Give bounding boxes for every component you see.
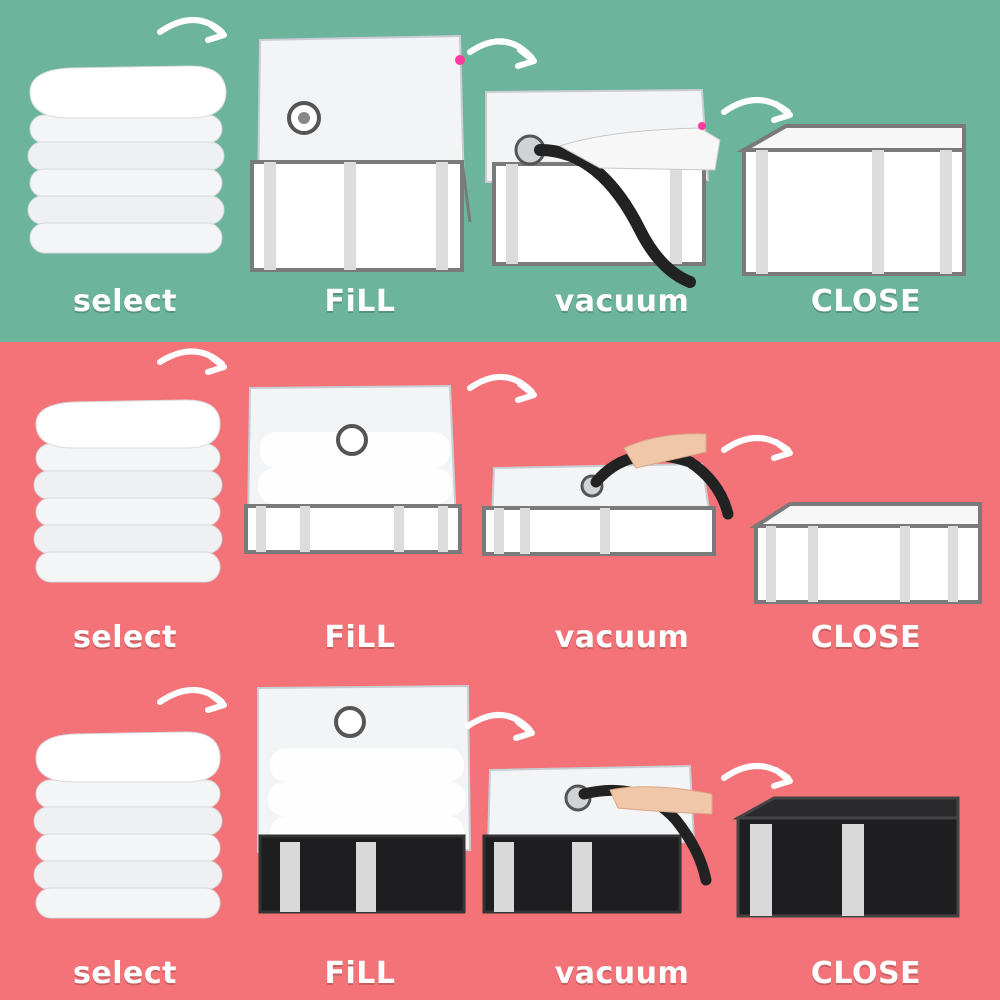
- step-label-vacuum: vacuum: [554, 956, 690, 991]
- step-label-select: select: [73, 956, 177, 991]
- closed-storage-box-icon: [732, 796, 960, 918]
- step-label-fill: FiLL: [324, 620, 396, 655]
- closed-storage-box-icon: [736, 124, 966, 276]
- vacuum-hose-icon: [482, 764, 713, 914]
- vacuum-bag-in-box-icon: [257, 684, 472, 914]
- row-2-scene: [33, 348, 982, 604]
- vacuum-bag-in-box-icon: [244, 384, 462, 554]
- pillow-duvet-stack-icon: [27, 65, 227, 254]
- pillow-duvet-stack-icon: [33, 731, 223, 919]
- row-3-panel: select FiLL vacuum CLOSE: [0, 670, 1000, 1000]
- row-1-panel: select FiLL vacuum CLOSE: [0, 0, 1000, 342]
- row-2-panel: select FiLL vacuum CLOSE: [0, 342, 1000, 670]
- pillow-duvet-stack-icon: [33, 399, 223, 583]
- step-label-close: CLOSE: [810, 956, 922, 991]
- closed-storage-box-icon: [749, 502, 982, 604]
- step-label-close: CLOSE: [810, 620, 922, 655]
- step-label-vacuum: vacuum: [554, 620, 690, 655]
- vacuum-bag-in-box-icon: [250, 34, 472, 272]
- step-label-close: CLOSE: [810, 284, 922, 319]
- step-label-select: select: [73, 284, 177, 319]
- step-label-select: select: [73, 620, 177, 655]
- step-label-fill: FiLL: [324, 956, 396, 991]
- row-1-scene: [27, 17, 966, 288]
- vacuum-hose-icon: [482, 433, 734, 556]
- step-label-vacuum: vacuum: [554, 284, 690, 319]
- vacuum-hose-icon: [485, 88, 721, 288]
- step-label-fill: FiLL: [324, 284, 396, 319]
- row-3-scene: [33, 684, 960, 919]
